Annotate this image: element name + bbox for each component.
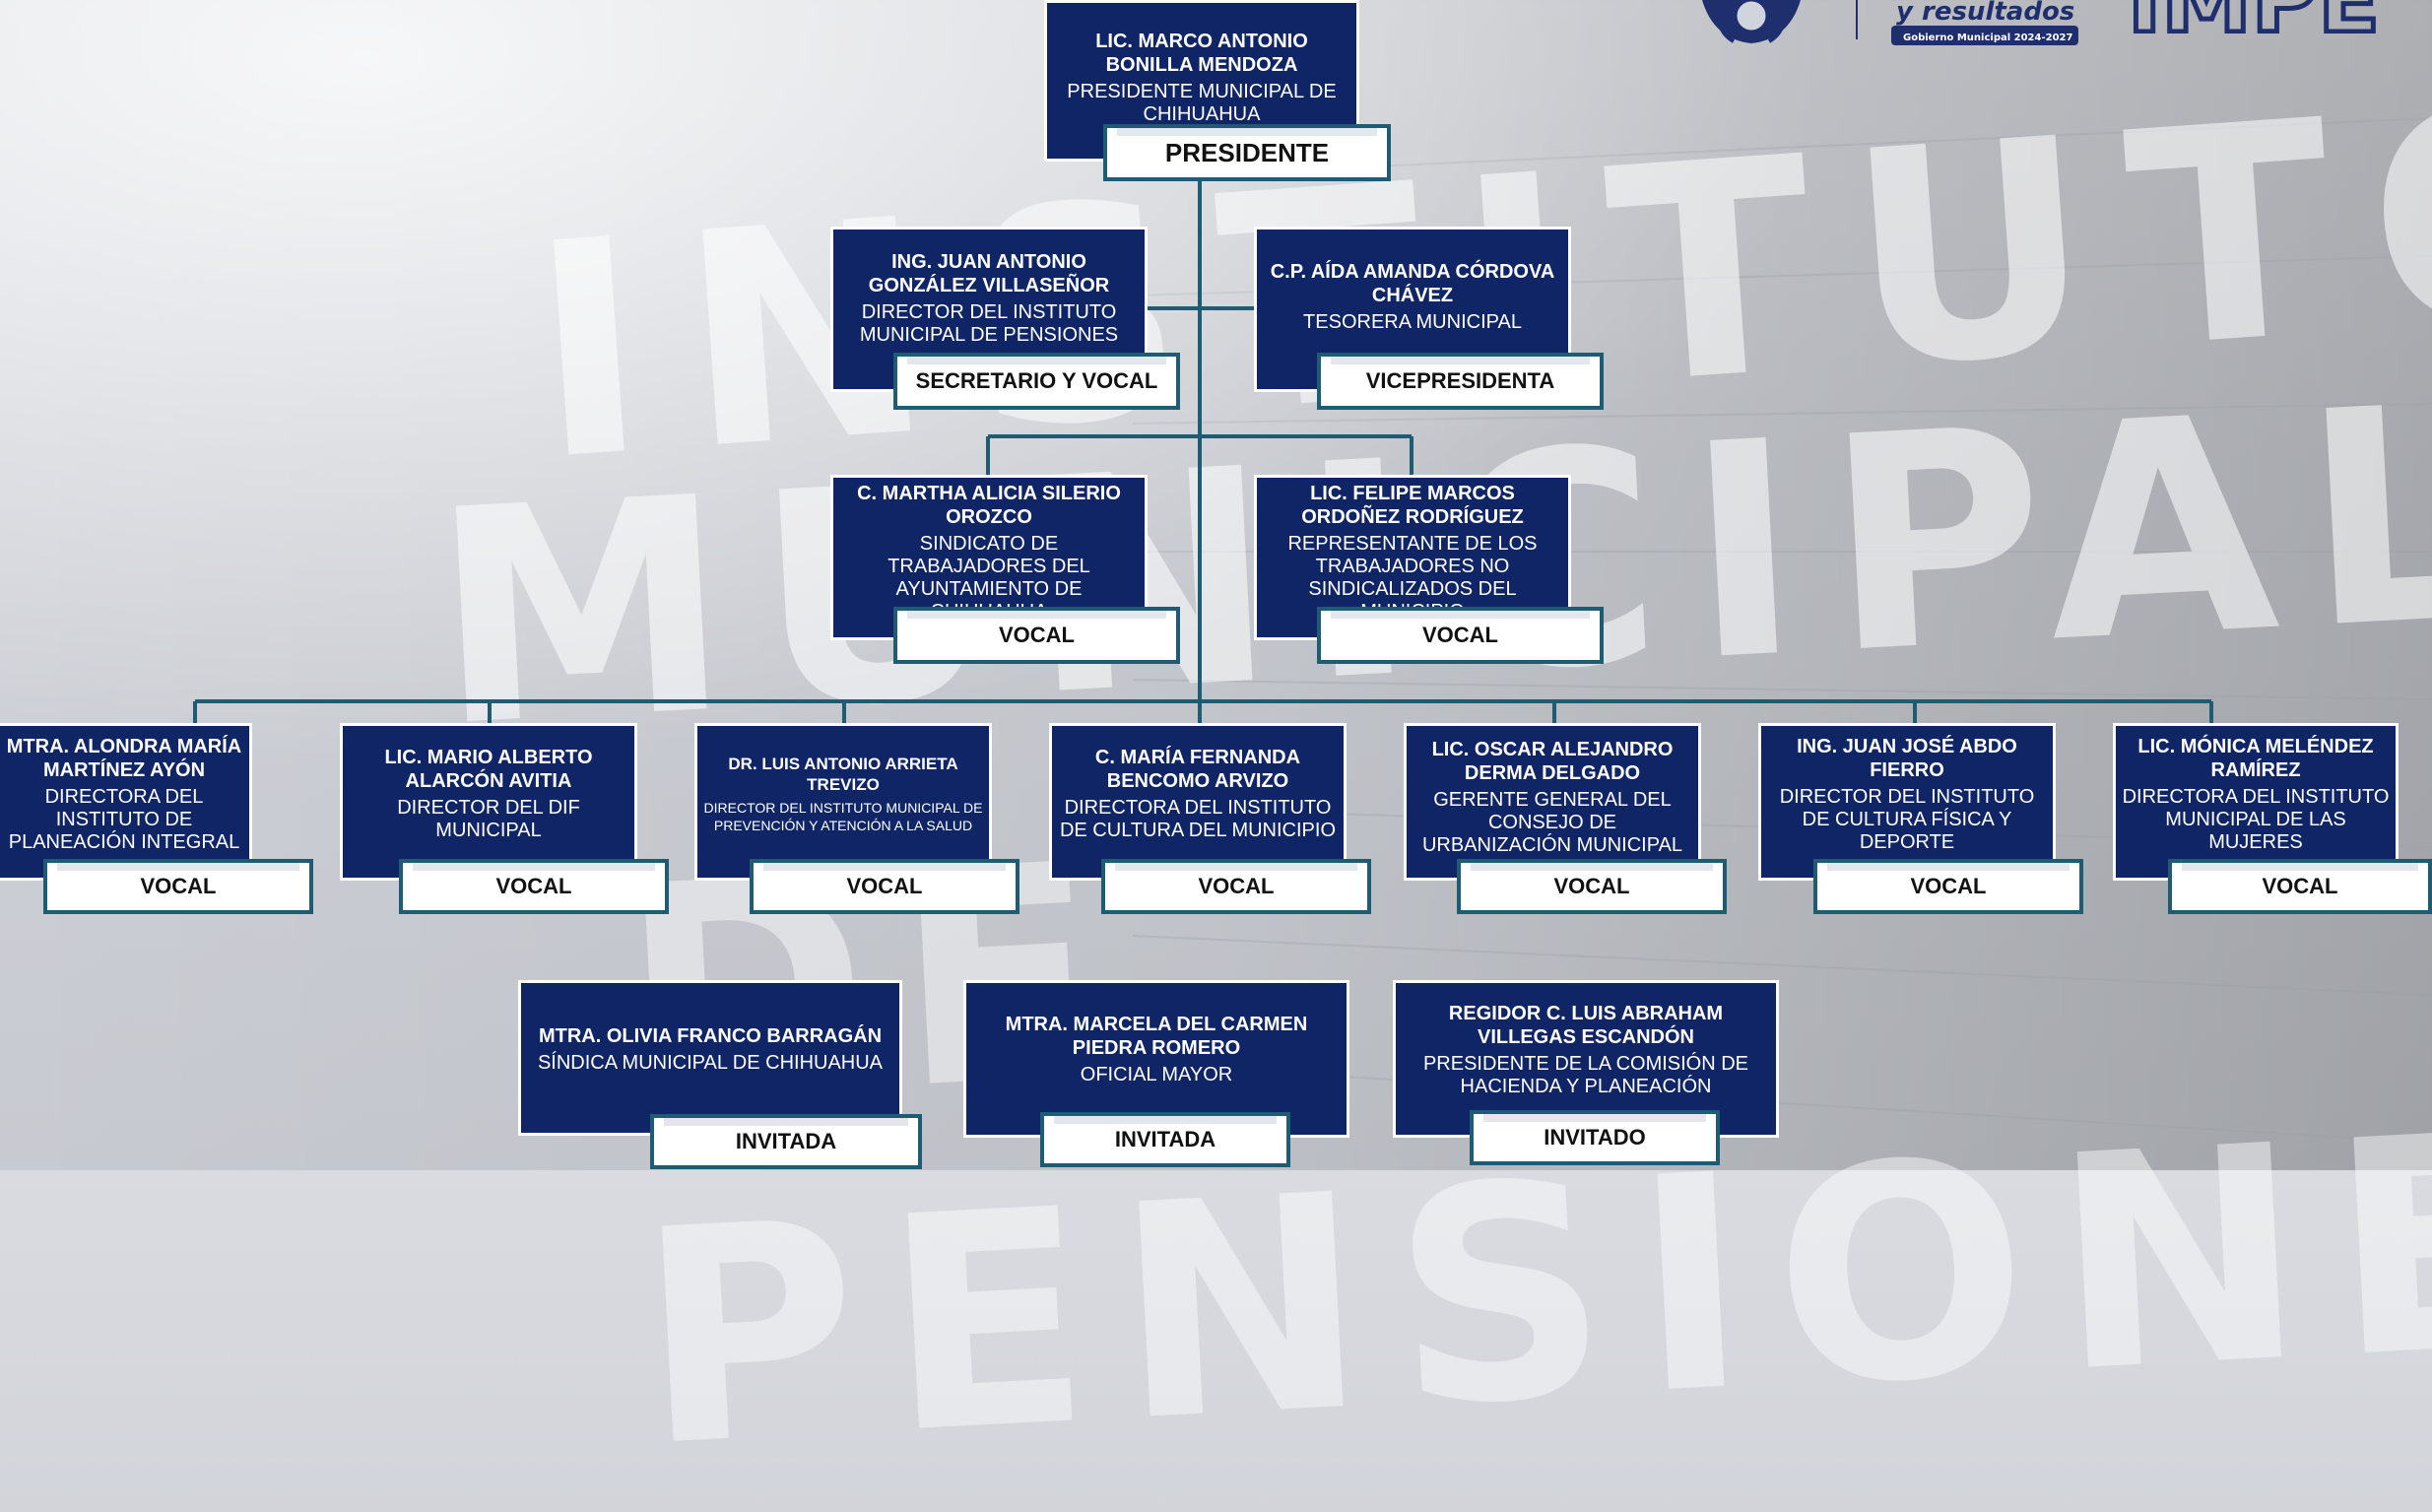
tag-label: VOCAL [1198, 874, 1275, 898]
node-role: OFICIAL MAYOR [1080, 1063, 1233, 1085]
org-node-vocal-3: DR. LUIS ANTONIO ARRIETA TREVIZO DIRECTO… [694, 723, 1021, 916]
vocal-card: DR. LUIS ANTONIO ARRIETA TREVIZO DIRECTO… [694, 723, 992, 881]
node-role: DIRECTORA DEL INSTITUTO DE PLANEACIÓN IN… [8, 785, 240, 853]
org-node-president: LIC. MARCO ANTONIO BONILLA MENDOZA PRESI… [1044, 0, 1391, 183]
invitada-tag: INVITADA [650, 1114, 922, 1169]
logo-strip: y resultados Gobierno Municipal 2024-202… [1702, 0, 2383, 53]
node-name: C. MARÍA FERNANDA BENCOMO ARVIZO [1094, 747, 1301, 792]
node-name: C.P. AÍDA AMANDA CÓRDOVA CHÁVEZ [1270, 260, 1555, 306]
impe-logo-icon: IMPE [2126, 0, 2383, 53]
node-name: MTRA. ALONDRA MARÍA MARTÍNEZ AYÓN [6, 735, 242, 781]
tag-label: INVITADA [735, 1129, 837, 1153]
node-name: LIC. MÓNICA MELÉNDEZ RAMÍREZ [2137, 735, 2374, 781]
node-name: LIC. MARIO ALBERTO ALARCÓN AVITIA [384, 747, 593, 792]
vocal-tag: VOCAL [399, 859, 669, 914]
vocal-tag: VOCAL [43, 859, 313, 914]
president-tag: PRESIDENTE [1103, 124, 1391, 181]
invitada-tag: INVITADA [1040, 1112, 1290, 1167]
node-role: DIRECTOR DEL INSTITUTO MUNICIPAL DE PREV… [703, 800, 983, 833]
tag-label: INVITADA [1114, 1127, 1216, 1151]
org-node-vocal-7: LIC. MÓNICA MELÉNDEZ RAMÍREZ DIRECTORA D… [2113, 723, 2432, 916]
invitada-card: MTRA. OLIVIA FRANCO BARRAGÁN SÍNDICA MUN… [518, 980, 902, 1136]
tag-label: VOCAL [1553, 874, 1630, 898]
vocal-no-sindicalizados-tag: VOCAL [1317, 607, 1604, 664]
node-role: TESORERA MUNICIPAL [1303, 310, 1522, 333]
org-node-invitado-3: REGIDOR C. LUIS ABRAHAM VILLEGAS ESCANDÓ… [1393, 980, 1783, 1170]
tag-label: VOCAL [495, 874, 572, 898]
tag-label: VICEPRESIDENTA [1365, 368, 1555, 393]
node-name: ING. JUAN JOSÉ ABDO FIERRO [1797, 735, 2017, 781]
tag-label: VOCAL [1910, 874, 1987, 898]
node-role: GERENTE GENERAL DEL CONSEJO DE URBANIZAC… [1421, 788, 1683, 856]
invitado-tag: INVITADO [1470, 1110, 1720, 1165]
org-node-vocal-2: LIC. MARIO ALBERTO ALARCÓN AVITIA DIRECT… [340, 723, 671, 916]
tag-label: VOCAL [846, 874, 923, 898]
org-node-invitada-1: MTRA. OLIVIA FRANCO BARRAGÁN SÍNDICA MUN… [518, 980, 924, 1170]
org-node-vocal-6: ING. JUAN JOSÉ ABDO FIERRO DIRECTOR DEL … [1758, 723, 2085, 916]
vocal-card: LIC. MARIO ALBERTO ALARCÓN AVITIA DIRECT… [340, 723, 637, 881]
node-name: MTRA. OLIVIA FRANCO BARRAGÁN [538, 1024, 883, 1047]
tag-label: INVITADO [1544, 1125, 1646, 1150]
node-role: PRESIDENTE DE LA COMISIÓN DE HACIENDA Y … [1422, 1053, 1749, 1097]
tag-label: VOCAL [1422, 623, 1498, 647]
background-wall [0, 0, 2432, 1170]
node-name: LIC. MARCO ANTONIO BONILLA MENDOZA [1095, 31, 1308, 76]
node-role: PRESIDENTE MUNICIPAL DE CHIHUAHUA [1067, 81, 1337, 125]
node-role: SÍNDICA MUNICIPAL DE CHIHUAHUA [537, 1051, 884, 1074]
node-name: ING. JUAN ANTONIO GONZÁLEZ VILLASEÑOR [868, 251, 1110, 296]
node-role: DIRECTORA DEL INSTITUTO MUNICIPAL DE LAS… [2122, 785, 2390, 853]
tag-label: VOCAL [2262, 874, 2338, 898]
node-name: MTRA. MARCELA DEL CARMEN PIEDRA ROMERO [1005, 1013, 1308, 1059]
slogan-text: y resultados [1896, 0, 2074, 27]
node-role: SINDICATO DE TRABAJADORES DEL AYUNTAMIEN… [887, 533, 1090, 623]
tag-label: VOCAL [140, 874, 217, 898]
org-node-vicepresidenta: C.P. AÍDA AMANDA CÓRDOVA CHÁVEZ TESORERA… [1254, 227, 1605, 411]
vocal-card: LIC. OSCAR ALEJANDRO DERMA DELGADO GEREN… [1404, 723, 1701, 881]
header-logos: y resultados Gobierno Municipal 2024-202… [1694, 0, 2403, 59]
node-role: DIRECTOR DEL INSTITUTO DE CULTURA FÍSICA… [1779, 785, 2035, 853]
org-node-vocal-sindicato: C. MARTHA ALICIA SILERIO OROZCO SINDICAT… [830, 475, 1181, 666]
node-name: DR. LUIS ANTONIO ARRIETA TREVIZO [728, 755, 958, 794]
org-node-vocal-5: LIC. OSCAR ALEJANDRO DERMA DELGADO GEREN… [1404, 723, 1731, 916]
vocal-tag: VOCAL [1457, 859, 1727, 914]
vocal-tag: VOCAL [750, 859, 1019, 914]
vocal-tag: VOCAL [2168, 859, 2432, 914]
node-name: LIC. OSCAR ALEJANDRO DERMA DELGADO [1431, 738, 1674, 784]
vocal-card: MTRA. ALONDRA MARÍA MARTÍNEZ AYÓN DIRECT… [0, 723, 252, 881]
vocal-tag: VOCAL [1813, 859, 2083, 914]
node-name: C. MARTHA ALICIA SILERIO OROZCO [857, 483, 1121, 528]
node-role: DIRECTORA DEL INSTITUTO DE CULTURA DEL M… [1059, 797, 1337, 841]
org-node-vocal-4: C. MARÍA FERNANDA BENCOMO ARVIZO DIRECTO… [1049, 723, 1376, 916]
vocal-card: C. MARÍA FERNANDA BENCOMO ARVIZO DIRECTO… [1049, 723, 1347, 881]
org-node-vocal-no-sindicalizados: LIC. FELIPE MARCOS ORDOÑEZ RODRÍGUEZ REP… [1254, 475, 1605, 666]
org-node-secretario: ING. JUAN ANTONIO GONZÁLEZ VILLASEÑOR DI… [830, 227, 1181, 411]
brand-text: IMPE [2128, 0, 2380, 53]
vocal-card: LIC. MÓNICA MELÉNDEZ RAMÍREZ DIRECTORA D… [2113, 723, 2399, 881]
municipal-seal-icon [1702, 0, 1801, 43]
secretario-tag: SECRETARIO Y VOCAL [893, 353, 1180, 410]
vicepresidenta-tag: VICEPRESIDENTA [1317, 353, 1604, 410]
vocal-tag: VOCAL [1101, 859, 1371, 914]
node-role: DIRECTOR DEL DIF MUNICIPAL [397, 797, 580, 841]
node-role: DIRECTOR DEL INSTITUTO MUNICIPAL DE PENS… [859, 301, 1119, 346]
tag-label: PRESIDENTE [1164, 137, 1330, 167]
org-node-invitada-2: MTRA. MARCELA DEL CARMEN PIEDRA ROMERO O… [963, 980, 1353, 1170]
tag-label: SECRETARIO Y VOCAL [915, 368, 1158, 393]
vocal-card: ING. JUAN JOSÉ ABDO FIERRO DIRECTOR DEL … [1758, 723, 2056, 881]
org-node-vocal-1: MTRA. ALONDRA MARÍA MARTÍNEZ AYÓN DIRECT… [0, 723, 315, 916]
org-connectors [193, 181, 2213, 726]
node-name: REGIDOR C. LUIS ABRAHAM VILLEGAS ESCANDÓ… [1448, 1003, 1724, 1048]
node-name: LIC. FELIPE MARCOS ORDOÑEZ RODRÍGUEZ [1301, 483, 1524, 528]
vocal-sindicato-tag: VOCAL [893, 607, 1180, 664]
tag-label: VOCAL [999, 623, 1075, 647]
slogan-sub-text: Gobierno Municipal 2024-2027 [1903, 33, 2072, 43]
gobierno-municipal-logo-icon [1891, 26, 2078, 45]
